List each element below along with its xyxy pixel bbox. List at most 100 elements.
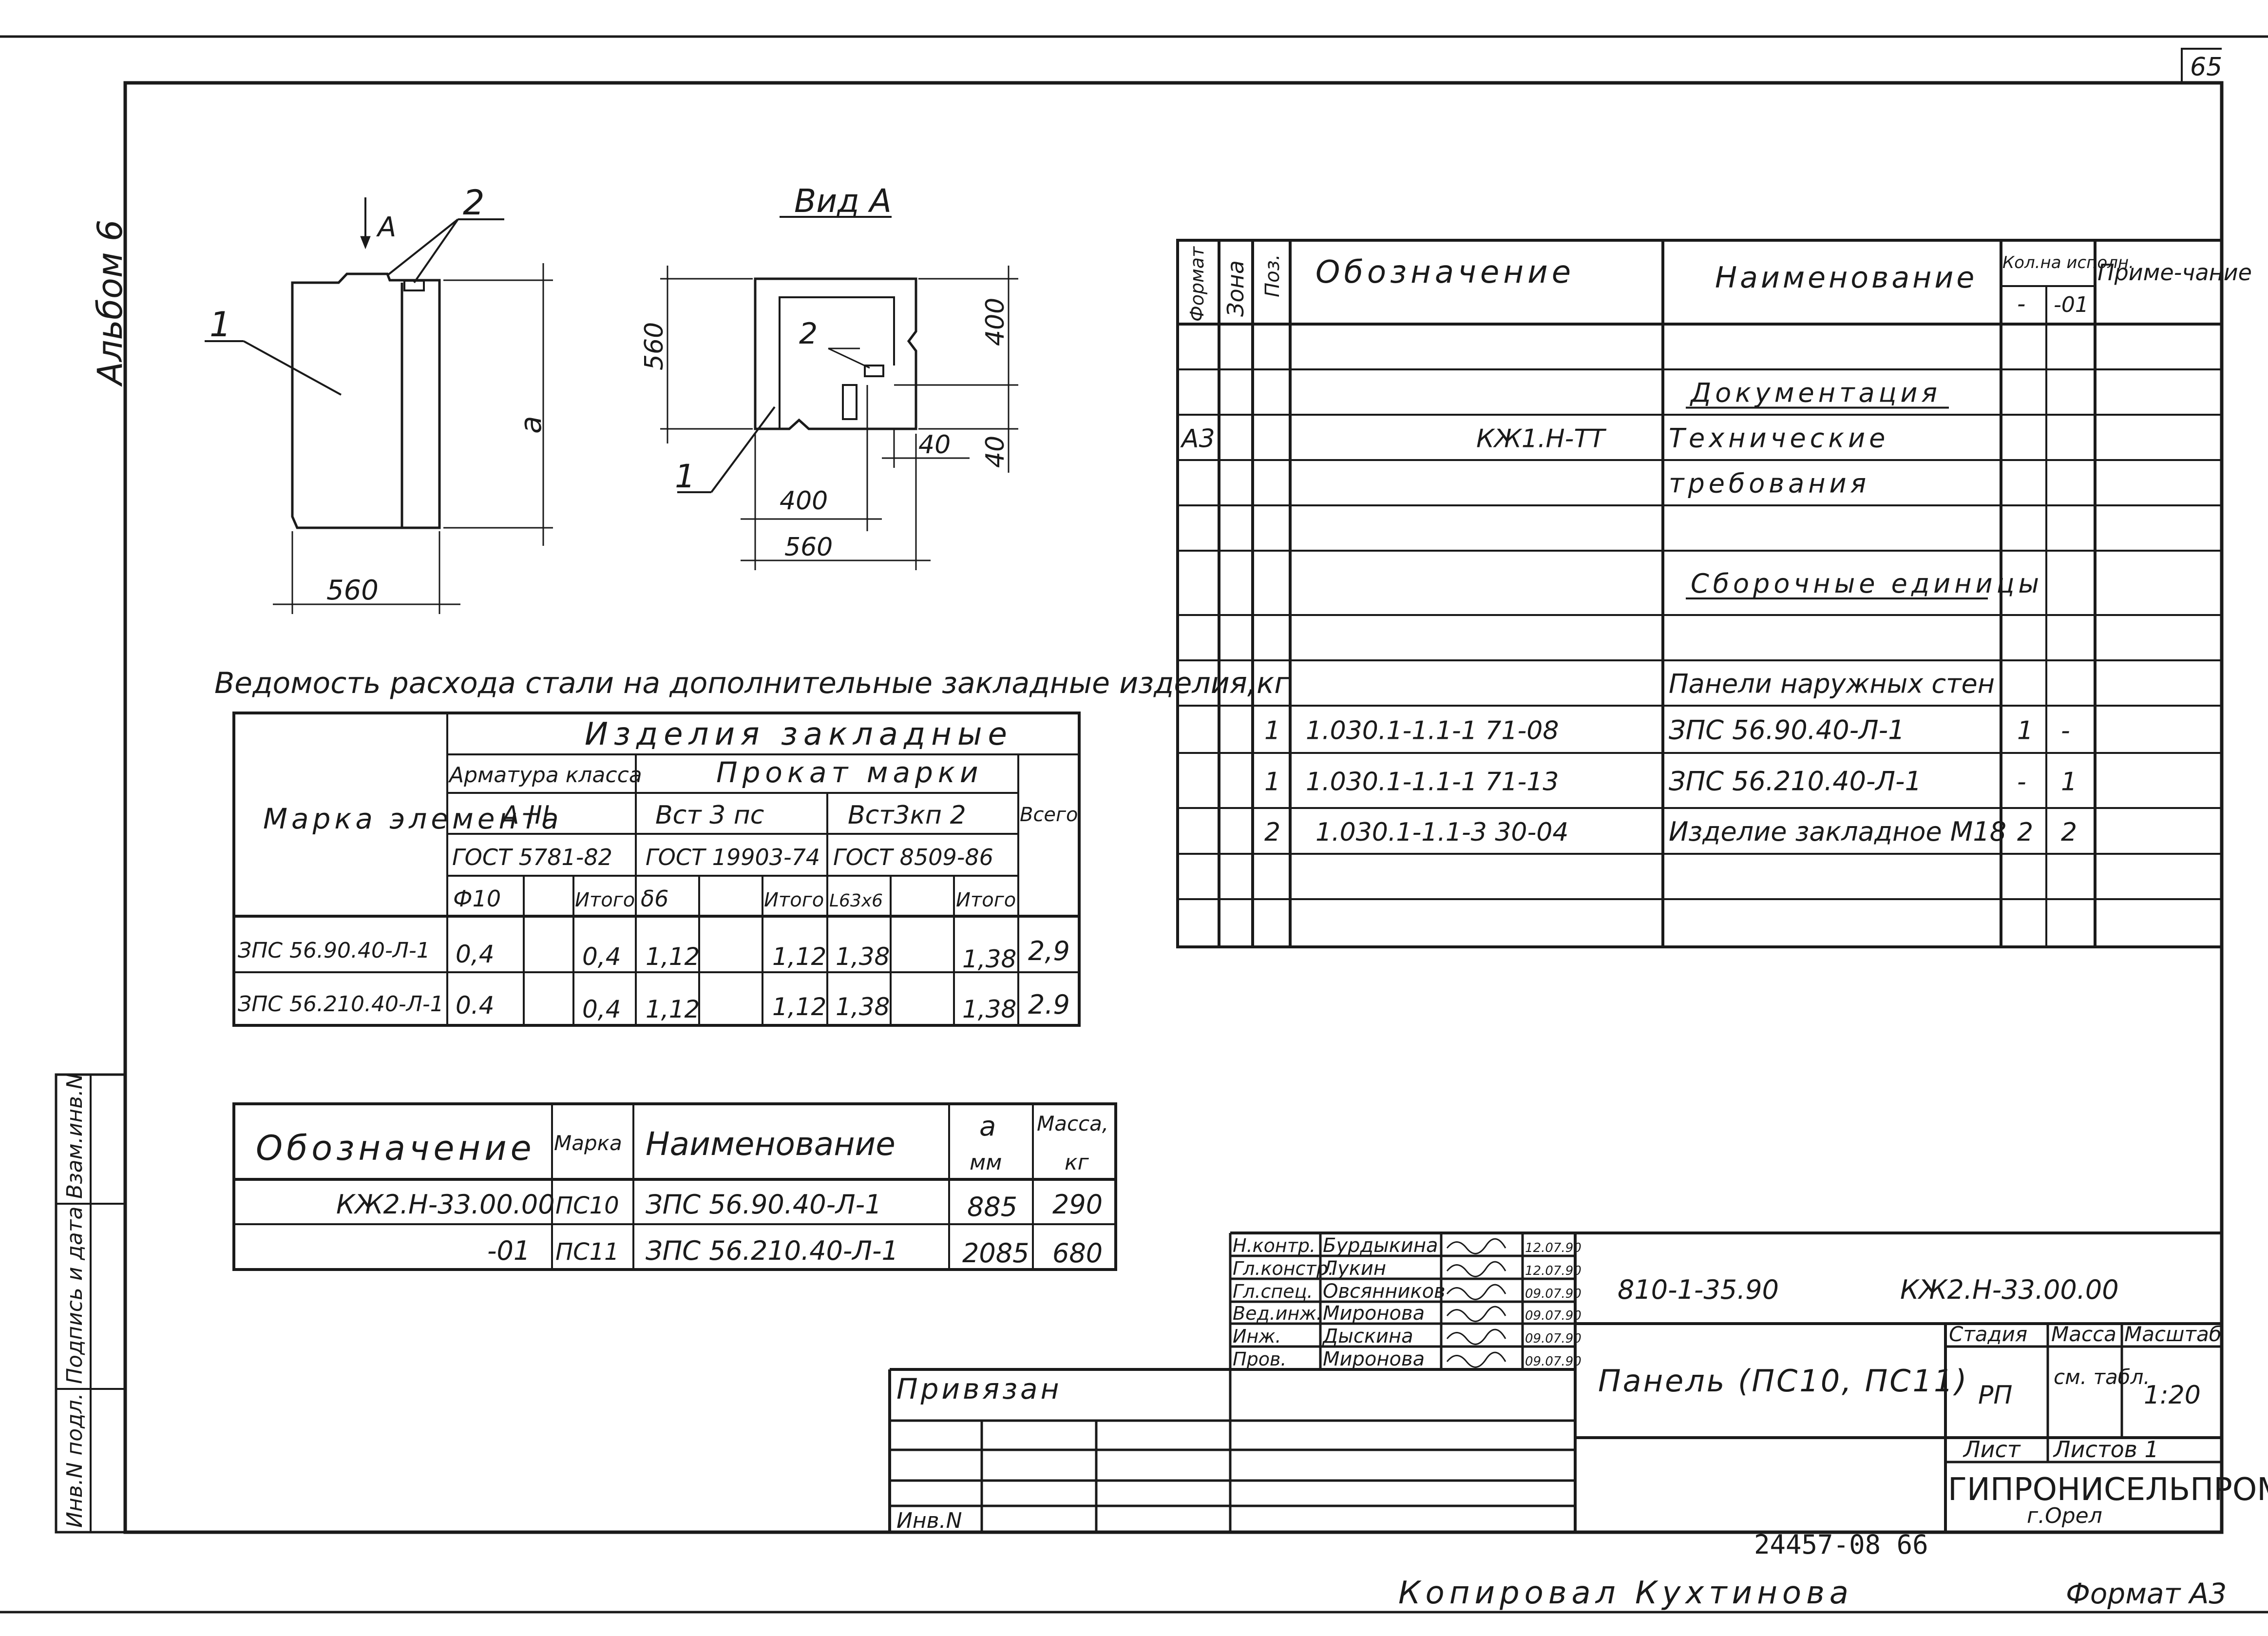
gost-19903: ГОСТ 19903-74	[646, 844, 820, 870]
page-number: 65	[2190, 53, 2222, 82]
role-name: Лукин	[1322, 1257, 1386, 1280]
cell: 1,12	[646, 995, 700, 1023]
cell: 1,12	[772, 943, 826, 971]
role-date: 12.07.90	[1525, 1264, 1582, 1278]
leader-1-label: 1	[210, 305, 231, 345]
specification-table: Формат Зона Поз. Обозначение Наименовани…	[1186, 246, 2252, 322]
dim-560-horizontal: 560	[784, 533, 833, 562]
privyazan-label: Привязан	[896, 1372, 1062, 1405]
gost-5781: ГОСТ 5781-82	[452, 844, 612, 870]
cell: 680	[1052, 1238, 1103, 1269]
grade-vst3ps: Вст 3 пс	[655, 801, 764, 830]
header-prokat: Прокат марки	[716, 756, 983, 789]
header-note: Приме-чание	[2097, 259, 2252, 286]
header-zone: Зона	[1222, 260, 1249, 317]
spec-row-name: Сборочные единицы	[1691, 568, 2043, 599]
spec-row-cell: -	[2017, 768, 2026, 797]
header-a-unit: мм	[970, 1150, 1002, 1175]
header-qty: Кол.на исполн.	[2002, 253, 2134, 272]
spec-row-name: Изделие закладное М18	[1669, 816, 2006, 847]
dim-560-vertical: 560	[640, 322, 669, 370]
org-name: ГИПРОНИСЕЛЬПРОМ	[1948, 1472, 2268, 1508]
sub-l63: L63х6	[829, 891, 883, 911]
spec-row-cell: 2	[2017, 818, 2033, 847]
spec-row-name: ЗПС 56.210.40-Л-1	[1669, 766, 1922, 797]
cell: 1,12	[646, 943, 700, 971]
role-role: Гл.спец.	[1233, 1281, 1313, 1302]
spec-row-name: Технические	[1669, 423, 1889, 454]
signature-mark	[1446, 1306, 1506, 1322]
cell: 885	[967, 1192, 1017, 1222]
cell: 1,38	[836, 993, 890, 1021]
leader-1-label: 1	[675, 458, 695, 495]
mass-table: Обозначение Марка Наименование а мм Масс…	[256, 1111, 1108, 1269]
sub-itogo-3: Итого	[956, 889, 1016, 911]
series-code: 810-1-35.90	[1618, 1274, 1779, 1305]
org-city: г.Орел	[2027, 1503, 2102, 1528]
role-name: Миронова	[1323, 1348, 1425, 1370]
side-stamp: Альбом 6 Взам.инв.N Подпись и дата Инв.N…	[62, 220, 130, 1528]
signature-mark	[1446, 1328, 1506, 1345]
signature-date-label: Подпись и дата	[62, 1207, 87, 1384]
leader-2-label: 2	[799, 317, 818, 351]
role-date: 12.07.90	[1525, 1241, 1582, 1255]
role-role: Пров.	[1233, 1348, 1286, 1370]
header-a: а	[979, 1111, 996, 1142]
cell: 0,4	[456, 940, 495, 968]
header-mark: Марка	[554, 1131, 622, 1155]
role-role: Н.контр.	[1233, 1235, 1315, 1256]
spec-row-name: требования	[1669, 468, 1870, 499]
header-designation: Обозначение	[256, 1128, 535, 1168]
scale-label: Масштаб	[2124, 1322, 2222, 1346]
cell: ПС11	[555, 1238, 619, 1266]
header-name: Наименование	[646, 1125, 896, 1163]
table-row: ЗПС 56.90.40-Л-1	[238, 938, 430, 963]
grade-a3: А III	[500, 801, 550, 830]
role-date: 09.07.90	[1525, 1354, 1582, 1369]
spec-row-name: Панели наружных стен	[1669, 669, 1995, 699]
steel-consumption-table: Ведомость расхода стали на дополнительны…	[214, 666, 1290, 1023]
dim-400-horizontal: 400	[780, 486, 828, 516]
header-designation: Обозначение	[1315, 254, 1575, 290]
vzam-inv-label: Взам.инв.N	[62, 1073, 87, 1199]
stage-value: РП	[1978, 1381, 2012, 1410]
cell: 0,4	[582, 943, 621, 971]
role-name: Дыскина	[1322, 1325, 1413, 1347]
cell: 0,4	[582, 995, 621, 1023]
signature-mark	[1446, 1351, 1506, 1368]
cell: 1,38	[836, 943, 890, 971]
dim-40-vertical: 40	[981, 436, 1010, 468]
inv-label: Инв.N	[896, 1508, 962, 1533]
stage-label: Стадия	[1949, 1322, 2027, 1346]
sub-itogo-1: Итого	[575, 889, 635, 911]
cell: ПС10	[555, 1192, 619, 1219]
mass-label: Масса	[2051, 1322, 2116, 1346]
role-role: Вед.инж.	[1233, 1303, 1322, 1324]
header-mark: Марка элемента	[263, 802, 563, 835]
spec-row-cell: 1	[2061, 768, 2077, 797]
cell: 0.4	[456, 991, 495, 1020]
inv-podl-label: Инв.N подл.	[62, 1393, 87, 1528]
spec-row-cell: 1.030.1-1.1-1 71-13	[1306, 768, 1559, 797]
role-name: Овсянников	[1323, 1280, 1446, 1303]
spec-row-cell: 2	[1264, 818, 1280, 847]
role-date: 09.07.90	[1525, 1287, 1582, 1301]
cell: 2085	[962, 1238, 1029, 1269]
cell: 1,12	[772, 993, 826, 1021]
role-date: 09.07.90	[1525, 1331, 1582, 1346]
drawing-panel-side: 1 2 А 560 а	[210, 183, 548, 606]
steel-table-title: Ведомость расхода стали на дополнительны…	[214, 666, 1290, 700]
grade-vst3kp2: Вст3кп 2	[848, 801, 966, 830]
sub-d6: δ6	[641, 885, 668, 912]
signature-mark	[1446, 1238, 1506, 1254]
role-name: Миронова	[1323, 1302, 1425, 1325]
table-row: КЖ2.Н-33.00.00	[336, 1189, 555, 1220]
album-label: Альбом 6	[90, 220, 130, 387]
table-row: -01	[487, 1235, 530, 1266]
header-pos: Поз.	[1261, 254, 1284, 297]
document-title: Панель (ПС10, ПС11)	[1598, 1363, 1969, 1399]
signature-mark	[1446, 1261, 1506, 1277]
role-name: Бурдыкина	[1323, 1234, 1438, 1257]
